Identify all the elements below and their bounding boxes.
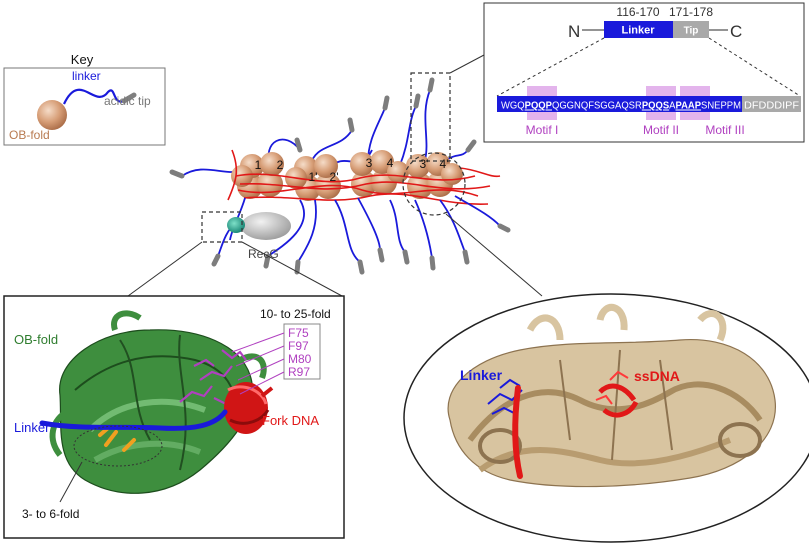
linker-range-label: 116-170 — [616, 5, 659, 19]
subunit-2p: 2' — [330, 170, 339, 184]
lower-acidic-tips — [211, 223, 511, 275]
subunit-2: 2 — [277, 158, 284, 172]
ssdna-strand-left — [512, 385, 523, 479]
linker-zoom-connector — [449, 54, 485, 74]
fold-high-label: 10- to 25-fold — [260, 307, 331, 321]
ob-fold-structure-panel: OB-fold 10- to 25-fold F75 F97 M80 R97 F… — [3, 295, 345, 539]
linker-domain-label: Linker — [621, 25, 655, 37]
domain-map-panel: N C 116-170 171-178 Linker Tip WGQPQQPQG… — [483, 2, 805, 143]
tetramer-linker-label: Linker — [460, 367, 503, 383]
residue-pointers — [231, 332, 285, 395]
zoom-line-left — [496, 37, 605, 97]
connector-right — [445, 213, 543, 297]
key-acidic-tip — [121, 92, 137, 104]
key-panel: Key linker acidic tip OB-fold — [3, 52, 166, 146]
ob-fold-structure-label: OB-fold — [14, 332, 58, 347]
residue-labels: F75 F97 M80 R97 — [283, 323, 321, 380]
n-terminus-label: N — [568, 22, 580, 41]
tetramer-structure-panel: Linker ssDNA — [403, 293, 809, 543]
ssdna-cluster-right — [595, 370, 639, 418]
key-linker-line — [63, 88, 127, 105]
subunit-4: 4 — [387, 156, 394, 170]
motif-3-label: Motif III — [705, 123, 744, 137]
subunit-1: 1 — [255, 158, 262, 172]
linker-sequence-text: WGQPQQPQGGNQFSGGAQSRPQQSAPAAPSNEPPM — [501, 101, 741, 112]
subunit-4p: 4' — [440, 157, 449, 171]
c-terminus-label: C — [730, 22, 742, 41]
low-affinity-region — [73, 425, 163, 467]
subunit-3: 3 — [366, 156, 373, 170]
upper-acidic-tips — [169, 77, 477, 179]
residue-f75: F75 — [288, 326, 309, 340]
linker-tube — [39, 409, 228, 431]
motif-1-label: Motif I — [526, 123, 559, 137]
lower-linkers — [217, 195, 501, 263]
residue-r97: R97 — [288, 365, 310, 379]
key-linker-label: linker — [72, 69, 101, 83]
subunit-numbers: 1 2 1' 2' 3 4 3' 4' — [255, 156, 449, 184]
subunit-3p: 3' — [420, 157, 429, 171]
linker-domain-bar — [604, 21, 673, 38]
tip-sequence-text: DFDDDIPF — [744, 101, 799, 112]
fold-low-pointer — [59, 461, 83, 503]
residue-m80: M80 — [288, 352, 312, 366]
tip-sequence-bar — [742, 96, 801, 112]
key-ob-fold-sphere — [37, 100, 67, 130]
subunit-1p: 1' — [309, 170, 318, 184]
tip-domain-bar — [673, 21, 709, 38]
ssb-dna-complex: 1 2 1' 2' 3 4 3' 4' — [169, 54, 511, 275]
ob-fold-recg-contact — [227, 217, 245, 233]
key-title: Key — [71, 52, 94, 67]
recg-protein — [241, 212, 291, 240]
linker-structure-label: Linker — [14, 420, 50, 435]
fold-low-label: 3- to 6-fold — [22, 507, 79, 521]
residue-f97: F97 — [288, 339, 309, 353]
motif-2-label: Motif II — [643, 123, 679, 137]
tetramer-zoom-circle — [402, 152, 466, 216]
tip-range-label: 171-178 — [669, 5, 713, 19]
connector-left-b — [241, 241, 343, 297]
linker-zoom-box — [410, 72, 451, 162]
ssdna-wrap — [227, 149, 501, 205]
tetramer-ssdna-label: ssDNA — [634, 368, 680, 384]
linker-sequence-bar — [497, 96, 742, 112]
key-box — [3, 67, 166, 146]
key-acidic-tip-label: acidic tip — [104, 94, 151, 108]
key-ob-fold-label: OB-fold — [9, 128, 50, 142]
connector-left-a — [127, 241, 203, 297]
fork-dna-label: Fork DNA — [262, 413, 319, 428]
tip-domain-label: Tip — [684, 26, 699, 37]
